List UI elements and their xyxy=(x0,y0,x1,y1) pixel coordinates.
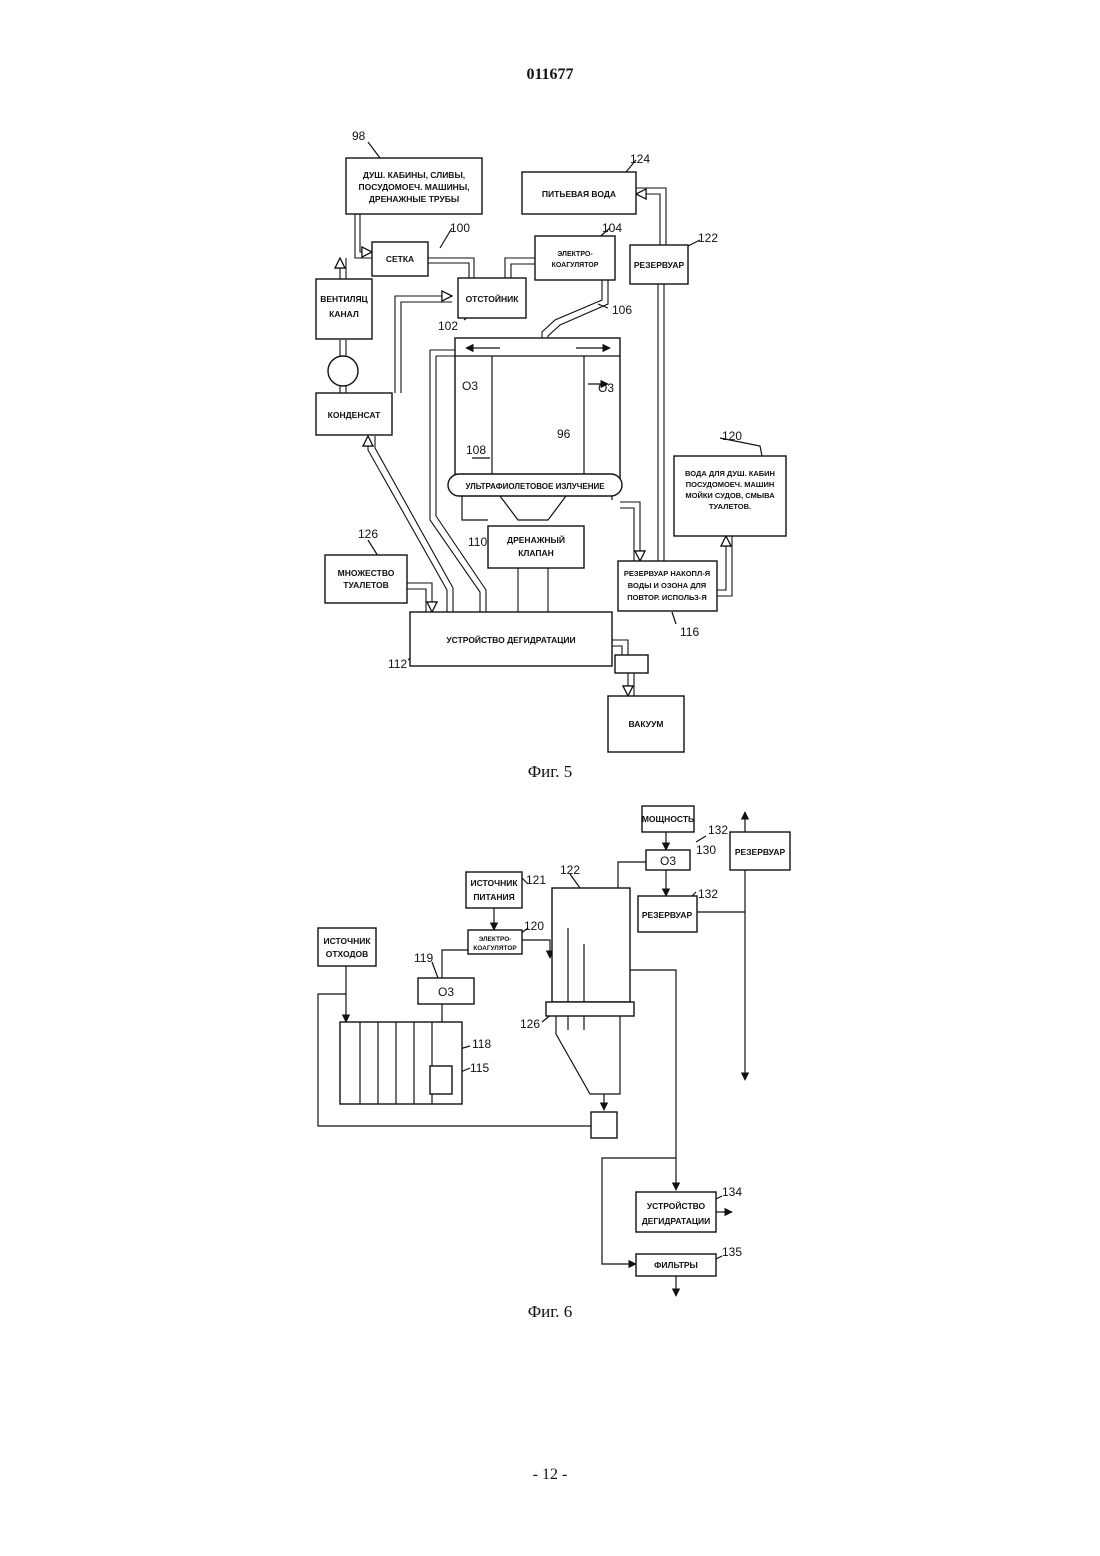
fig6-waste-source-line2: ОТХОДОВ xyxy=(326,949,369,959)
fig5-mesh-label: СЕТКА xyxy=(386,254,414,264)
fig5-storage-tank-line2: ВОДЫ И ОЗОНА ДЛЯ xyxy=(628,581,706,590)
fig5-electrocoagulator-line2: КОАГУЛЯТОР xyxy=(552,262,599,269)
fig6-power-source-line1: ИСТОЧНИК xyxy=(470,878,518,888)
fig5-electrocoagulator-box xyxy=(535,236,615,280)
fig6-dehydration-line2: ДЕГИДРАТАЦИИ xyxy=(642,1216,711,1226)
fig6-power-label: МОЩНОСТЬ xyxy=(642,814,694,824)
fig5-uv-label: УЛЬТРАФИОЛЕТОВОЕ ИЗЛУЧЕНИЕ xyxy=(465,482,605,491)
fig6-ref-122: 122 xyxy=(560,863,580,877)
fig5-storage-tank-line1: РЕЗЕРВУАР НАКОПЛ-Я xyxy=(624,569,710,578)
fig6-reaction-column xyxy=(546,888,634,1094)
fig5-ref-106: 106 xyxy=(612,303,632,317)
fig5-toilets-box xyxy=(325,555,407,603)
fig6-waste-source-line1: ИСТОЧНИК xyxy=(323,936,371,946)
fig5-ref-112: 112 xyxy=(388,657,407,671)
fig5-ventilation-line2: КАНАЛ xyxy=(329,309,359,319)
fig6-ref-135: 135 xyxy=(722,1245,742,1259)
fig6-reservoir-right-label: РЕЗЕРВУАР xyxy=(735,847,786,857)
fig5-ref-124: 124 xyxy=(630,152,650,166)
fig6-ref-118: 118 xyxy=(472,1037,491,1051)
fig5-shower-sources-line3: ДРЕНАЖНЫЕ ТРУБЫ xyxy=(369,194,459,204)
fig6-ref-115: 115 xyxy=(470,1061,489,1075)
fig5-vacuum-filter-box xyxy=(615,655,648,673)
fig5-storage-tank-line3: ПОВТОР. ИСПОЛЬЗ-Я xyxy=(627,593,707,602)
fig5-pump-symbol xyxy=(328,356,358,386)
fig6-ref-132b: 132 xyxy=(698,887,718,901)
fig5-condensate-label: КОНДЕНСАТ xyxy=(328,410,381,420)
fig5-drain-valve-line1: ДРЕНАЖНЫЙ xyxy=(507,534,565,545)
fig5-shower-sources-line1: ДУШ. КАБИНЫ, СЛИВЫ, xyxy=(363,170,465,180)
fig5-electrocoagulator-line1: ЭЛЕКТРО- xyxy=(557,251,593,258)
figure-5: ДУШ. КАБИНЫ, СЛИВЫ, ПОСУДОМОЕЧ. МАШИНЫ, … xyxy=(316,129,786,752)
fig5-ref-102: 102 xyxy=(438,319,458,333)
fig5-caption: Фиг. 5 xyxy=(0,762,1100,782)
fig6-electrocoagulator-line2: КОАГУЛЯТОР xyxy=(473,945,517,952)
fig5-ref-98: 98 xyxy=(352,129,366,143)
fig5-ozone-left: О3 xyxy=(462,379,478,393)
fig6-outflow-box xyxy=(591,1112,617,1138)
fig5-settler-label: ОТСТОЙНИК xyxy=(466,293,520,304)
fig6-waste-source-box xyxy=(318,928,376,966)
fig6-ref-126: 126 xyxy=(520,1017,540,1031)
fig5-reuse-water-line3: МОЙКИ СУДОВ, СМЫВА xyxy=(685,491,775,500)
fig6-electrocoagulator-line1: ЭЛЕКТРО- xyxy=(479,936,512,943)
fig5-ref-126: 126 xyxy=(358,527,378,541)
fig5-ref-122: 122 xyxy=(698,231,718,245)
page-number: - 12 - xyxy=(0,1466,1100,1484)
fig5-toilets-line1: МНОЖЕСТВО xyxy=(338,568,395,578)
figure-6: МОЩНОСТЬ О3 РЕЗЕРВУАР РЕЗЕРВУАР ИСТОЧНИК… xyxy=(318,806,790,1296)
fig5-ref-104: 104 xyxy=(602,221,622,235)
fig6-ref-134: 134 xyxy=(722,1185,742,1199)
fig5-reuse-water-line2: ПОСУДОМОЕЧ. МАШИН xyxy=(686,480,775,489)
fig5-ref-110: 110 xyxy=(468,535,487,549)
fig5-toilets-line2: ТУАЛЕТОВ xyxy=(343,580,388,590)
fig5-ref-100: 100 xyxy=(450,221,470,235)
fig5-tank-funnel xyxy=(500,496,566,520)
fig6-ref-120: 120 xyxy=(524,919,544,933)
fig5-drain-valve-line2: КЛАПАН xyxy=(518,548,554,558)
fig5-ref-108: 108 xyxy=(466,443,486,457)
fig5-dehydration-label: УСТРОЙСТВО ДЕГИДРАТАЦИИ xyxy=(446,634,575,645)
fig5-shower-sources-line2: ПОСУДОМОЕЧ. МАШИНЫ, xyxy=(358,182,469,192)
fig5-ozone-right: О3 xyxy=(598,381,614,395)
fig6-reservoir-mid-label: РЕЗЕРВУАР xyxy=(642,910,693,920)
fig5-reservoir-label: РЕЗЕРВУАР xyxy=(634,260,685,270)
fig6-caption: Фиг. 6 xyxy=(0,1302,1100,1322)
fig6-dehydration-line1: УСТРОЙСТВО xyxy=(647,1200,706,1211)
fig5-ref-116: 116 xyxy=(680,625,699,639)
fig5-ref-120: 120 xyxy=(722,429,742,443)
fig5-ventilation-line1: ВЕНТИЛЯЦ xyxy=(320,294,368,304)
fig5-ref-96: 96 xyxy=(557,427,571,441)
fig5-drain-valve-box xyxy=(488,526,584,568)
fig6-ref-119: 119 xyxy=(414,951,433,965)
fig5-vacuum-label: ВАКУУМ xyxy=(629,719,664,729)
fig6-ref-132a: 132 xyxy=(708,823,728,837)
fig6-ozone-top-label: О3 xyxy=(660,854,676,868)
fig6-compartment-tank xyxy=(340,1022,462,1104)
fig6-ozone-left-label: О3 xyxy=(438,985,454,999)
fig6-dehydration-box xyxy=(636,1192,716,1232)
fig6-ref-130: 130 xyxy=(696,843,716,857)
fig5-reuse-water-line1: ВОДА ДЛЯ ДУШ. КАБИН xyxy=(685,469,775,478)
fig6-power-source-line2: ПИТАНИЯ xyxy=(473,892,514,902)
fig5-reuse-water-line4: ТУАЛЕТОВ. xyxy=(709,502,751,511)
fig6-filters-label: ФИЛЬТРЫ xyxy=(654,1260,698,1270)
fig6-ref-121: 121 xyxy=(526,873,546,887)
fig5-drinking-water-label: ПИТЬЕВАЯ ВОДА xyxy=(542,189,616,199)
